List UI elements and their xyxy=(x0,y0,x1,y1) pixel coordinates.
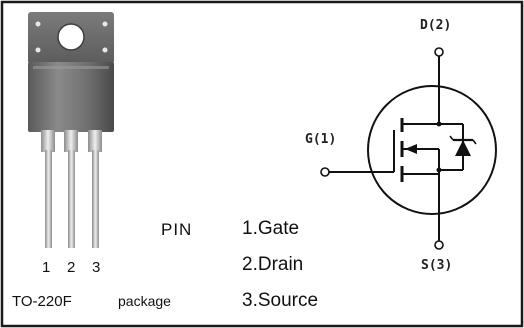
package-pin-number: 3 xyxy=(92,259,101,276)
body-diode xyxy=(439,123,477,171)
terminal-label-source: S(3) xyxy=(421,258,453,273)
to220f-package-image xyxy=(28,12,114,248)
lead-1 xyxy=(41,130,55,248)
package-name-suffix: package xyxy=(118,293,171,309)
lead-2 xyxy=(64,130,78,248)
terminal-label-drain: D(2) xyxy=(420,18,452,33)
terminal-label-gate: G(1) xyxy=(305,132,337,147)
source-terminal-dot xyxy=(434,240,444,250)
symbol-circle xyxy=(367,85,497,215)
drain-terminal-dot xyxy=(434,47,444,57)
lead-3 xyxy=(88,130,102,248)
package-pin-number: 2 xyxy=(67,259,76,276)
pin-item-gate: 1.Gate xyxy=(242,218,300,239)
mosfet-symbol xyxy=(320,47,497,250)
gate-terminal-dot xyxy=(320,167,330,177)
channel-arrow xyxy=(405,144,417,154)
mounting-hole xyxy=(57,23,85,51)
package-name: TO-220F xyxy=(12,293,72,310)
pin-item-drain: 2.Drain xyxy=(242,254,304,275)
pin-item-source: 3.Source xyxy=(242,290,319,311)
pin-heading: PIN xyxy=(161,220,193,239)
package-pin-number: 1 xyxy=(42,259,51,276)
